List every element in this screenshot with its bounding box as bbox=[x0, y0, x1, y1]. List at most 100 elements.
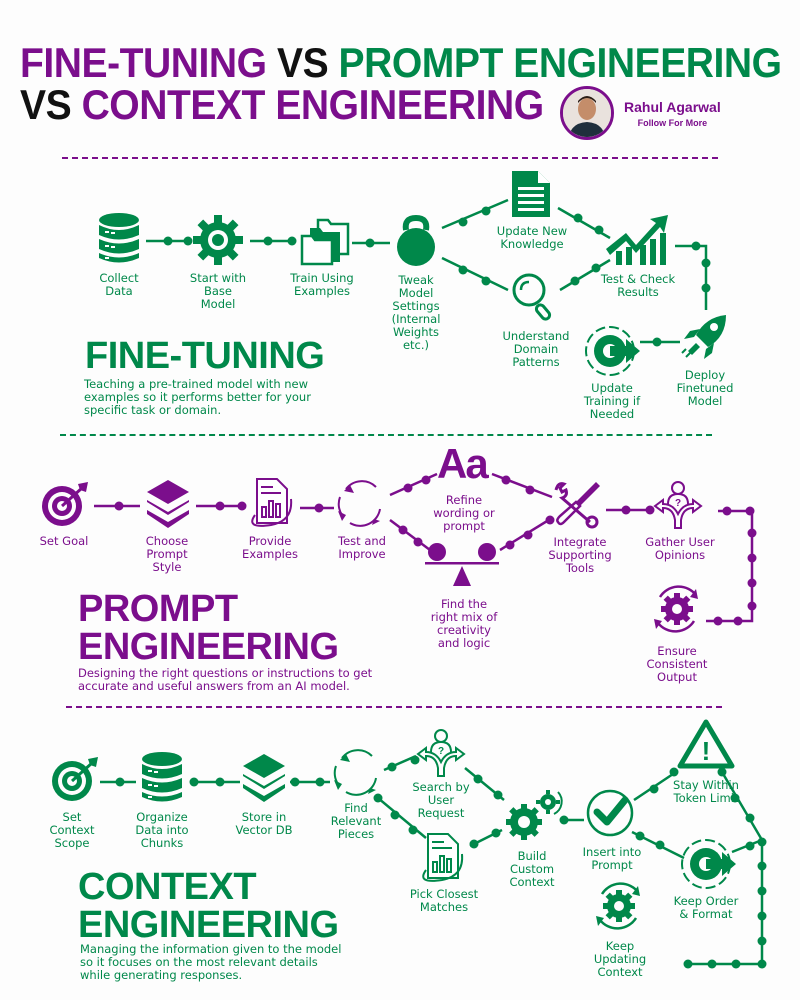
connector-dot bbox=[713, 616, 723, 626]
author-name: Rahul Agarwal bbox=[624, 98, 721, 115]
connector-dot bbox=[458, 217, 468, 227]
title-prompt-engineering: PROMPT ENGINEERING bbox=[338, 39, 783, 86]
magnifier-icon bbox=[512, 273, 552, 321]
connector-dot bbox=[263, 236, 273, 246]
section-desc-context-engineering: Managing the information given to the mo… bbox=[80, 942, 342, 982]
cycle-arrows-icon bbox=[333, 749, 377, 796]
report-icon bbox=[251, 478, 293, 527]
connector-dot bbox=[559, 815, 569, 825]
connector-dot bbox=[387, 762, 397, 772]
connector-dot bbox=[481, 276, 491, 286]
user-question-icon: ? bbox=[416, 729, 466, 777]
connector-dot bbox=[701, 258, 711, 268]
connector-dot bbox=[731, 959, 741, 969]
connector-dot bbox=[570, 276, 580, 286]
connector-dot bbox=[645, 505, 655, 515]
warning-icon: ! bbox=[677, 719, 735, 769]
author-tagline: Follow For More bbox=[637, 117, 708, 128]
connector-dot bbox=[594, 225, 604, 235]
connector-dot bbox=[591, 263, 601, 273]
connector-dot bbox=[545, 515, 555, 525]
checkmark-icon bbox=[586, 789, 634, 837]
typography-icon: Aa bbox=[437, 440, 489, 487]
connector-dot bbox=[287, 236, 297, 246]
connector-dot bbox=[215, 777, 225, 787]
svg-text:?: ? bbox=[438, 746, 444, 757]
title-vs-1: VS bbox=[266, 39, 339, 86]
connector-dot bbox=[747, 601, 757, 611]
report-icon bbox=[422, 833, 464, 882]
connector-line bbox=[441, 256, 509, 292]
gear-arrow-icon bbox=[585, 326, 640, 376]
connector-dot bbox=[655, 840, 665, 850]
avatar bbox=[560, 86, 614, 140]
author-badge[interactable]: Rahul Agarwal Follow For More bbox=[560, 86, 721, 140]
connector-dot bbox=[114, 501, 124, 511]
connector-line bbox=[441, 198, 509, 230]
connector-line bbox=[377, 797, 427, 839]
connector-dot bbox=[458, 265, 468, 275]
connector-dot bbox=[481, 206, 491, 216]
connector-dot bbox=[757, 936, 767, 946]
layers-icon bbox=[147, 480, 189, 528]
main-title-line-1: FINE-TUNING VS PROMPT ENGINEERING bbox=[20, 40, 782, 86]
connector-dot bbox=[390, 810, 400, 820]
title-fine-tuning: FINE-TUNING bbox=[20, 39, 267, 86]
connector-dot bbox=[701, 283, 711, 293]
connector-line bbox=[706, 509, 754, 623]
connector-dot bbox=[757, 959, 767, 969]
connector-dot bbox=[652, 337, 662, 347]
step-label-keep-order-format: Keep Order& Format bbox=[673, 894, 739, 921]
step-label-set-goal: Set Goal bbox=[39, 534, 89, 548]
tools-icon bbox=[554, 482, 600, 529]
connector-dot bbox=[669, 767, 679, 777]
connector-dot bbox=[573, 213, 583, 223]
connector-dot bbox=[525, 485, 535, 495]
connector-dot bbox=[757, 861, 767, 871]
main-title-line-2: VS CONTEXT ENGINEERING bbox=[20, 82, 544, 128]
connector-dot bbox=[373, 793, 383, 803]
connector-dot bbox=[745, 506, 755, 516]
connector-line bbox=[491, 472, 553, 499]
connector-dot bbox=[635, 831, 645, 841]
layers-icon bbox=[243, 754, 285, 802]
rocket-icon bbox=[681, 315, 726, 359]
svg-text:!: ! bbox=[702, 736, 711, 766]
divider-top bbox=[62, 157, 718, 159]
user-question-icon: ? bbox=[653, 481, 703, 529]
svg-text:?: ? bbox=[675, 498, 681, 509]
connector-dot bbox=[717, 767, 727, 777]
connector-dot bbox=[189, 777, 199, 787]
target-icon bbox=[52, 757, 98, 801]
person-photo-icon bbox=[563, 89, 611, 137]
connector-dot bbox=[215, 501, 225, 511]
gears-icon bbox=[506, 790, 563, 840]
connector-dot bbox=[733, 616, 743, 626]
divider-bottom bbox=[66, 706, 722, 708]
section-desc-prompt-engineering: Designing the right questions or instruc… bbox=[78, 666, 373, 693]
connector-dot bbox=[747, 578, 757, 588]
connector-dot bbox=[722, 506, 732, 516]
connector-dot bbox=[747, 553, 757, 563]
connector-dot bbox=[163, 236, 173, 246]
connector-line bbox=[688, 771, 764, 966]
connector-dot bbox=[115, 777, 125, 787]
title-context-engineering: CONTEXT ENGINEERING bbox=[81, 81, 545, 128]
database-icon bbox=[99, 213, 139, 263]
